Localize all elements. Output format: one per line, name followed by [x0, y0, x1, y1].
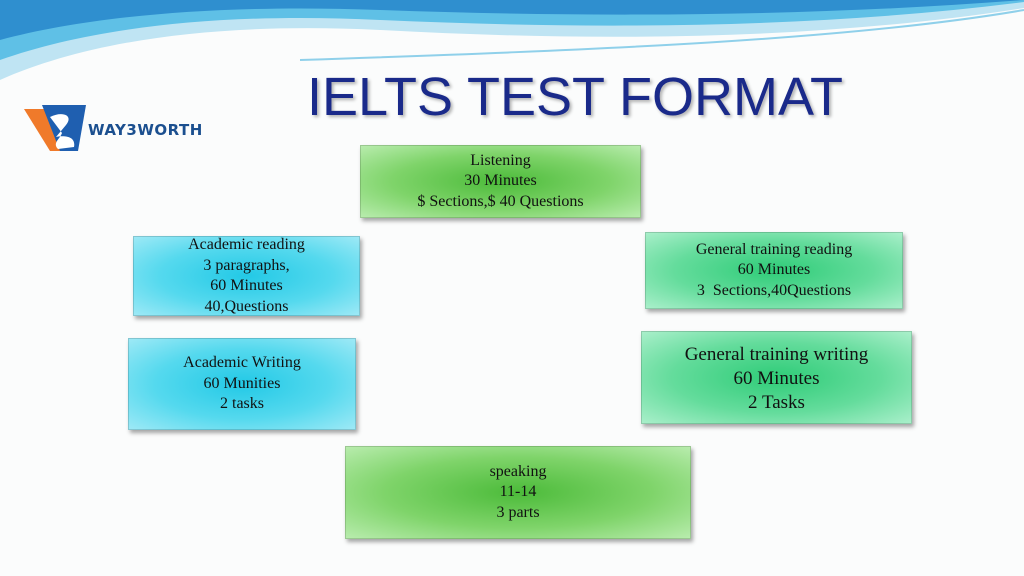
academic-reading-paragraphs: 3 paragraphs, [203, 256, 290, 274]
general-writing-tasks: 2 Tasks [748, 392, 805, 413]
general-reading-details: 3 Sections,40Questions [696, 281, 852, 299]
speaking-title: speaking [489, 462, 547, 480]
speaking-parts: 3 parts [496, 503, 540, 521]
academic-reading-box: Academic reading 3 paragraphs, 60 Minute… [133, 236, 360, 316]
academic-reading-title: Academic reading [188, 236, 305, 253]
general-writing-duration: 60 Minutes [733, 368, 820, 389]
academic-writing-title: Academic Writing [183, 354, 301, 372]
general-reading-title: General training reading [695, 240, 853, 258]
slide-title: IELTS TEST FORMAT [306, 67, 844, 127]
general-reading-duration: 60 Minutes [737, 261, 811, 279]
header-waves-decoration [0, 0, 1024, 80]
academic-writing-duration: 60 Munities [203, 374, 281, 392]
listening-box: Listening 30 Minutes $ Sections,$ 40 Que… [360, 145, 641, 218]
speaking-duration: 11-14 [499, 483, 537, 501]
wayworth-logo [24, 105, 86, 151]
academic-reading-questions: 40,Questions [204, 297, 289, 315]
logo-text: WAY3WORTH [88, 121, 203, 139]
academic-writing-box: Academic Writing 60 Munities 2 tasks [128, 338, 356, 430]
academic-reading-duration: 60 Minutes [210, 277, 283, 294]
speaking-box: speaking 11-14 3 parts [345, 446, 691, 539]
listening-details: $ Sections,$ 40 Questions [417, 192, 584, 210]
academic-writing-tasks: 2 tasks [220, 395, 264, 413]
general-reading-box: General training reading 60 Minutes 3 Se… [645, 232, 903, 309]
listening-duration: 30 Minutes [464, 172, 537, 190]
listening-title: Listening [470, 151, 531, 169]
general-writing-title: General training writing [684, 344, 869, 365]
general-writing-box: General training writing 60 Minutes 2 Ta… [641, 331, 912, 424]
